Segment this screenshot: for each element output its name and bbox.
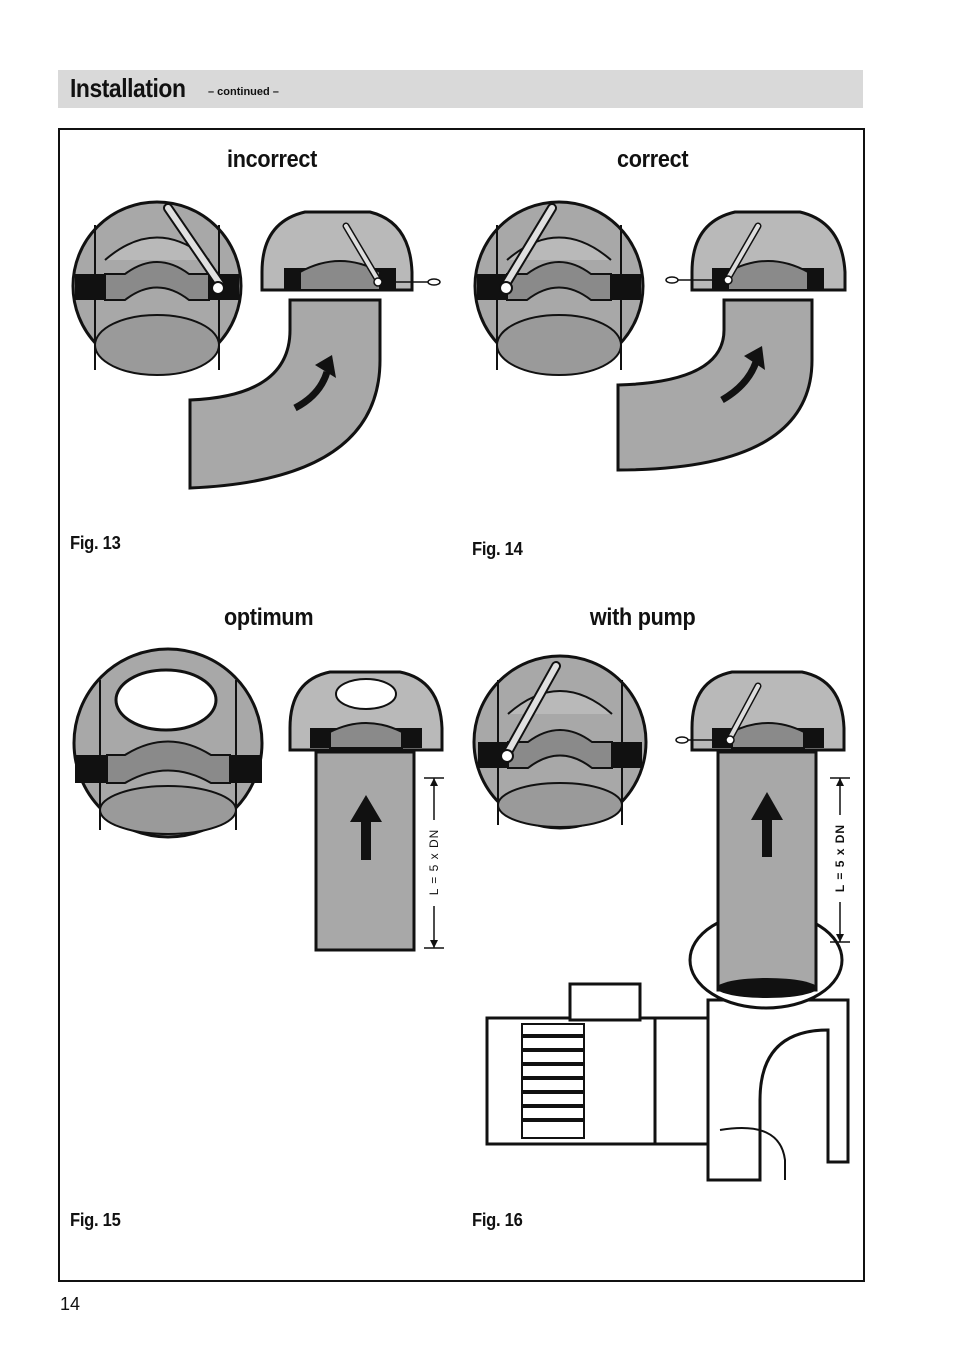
section-subtitle: – continued –: [208, 86, 279, 98]
fig15-straight-pipe: [288, 670, 444, 952]
page-number: 14: [60, 1294, 81, 1314]
heading-incorrect: incorrect: [227, 146, 318, 173]
figure-label-14: Fig. 14: [472, 539, 523, 559]
fig13-elbow-pipe: [188, 210, 441, 490]
fig14-flow-arrow: [720, 346, 765, 404]
fig15-detail-circle: [72, 647, 264, 839]
fig16-flow-arrow: [751, 792, 783, 857]
figure-label-13: Fig. 13: [70, 533, 121, 553]
fig15-dimension-line: [424, 777, 444, 949]
heading-optimum: optimum: [223, 604, 314, 631]
fig13-flow-arrow: [293, 355, 336, 412]
heading-with-pump: with pump: [589, 604, 696, 631]
fig14-detail-circle: [473, 200, 645, 376]
fig15-flow-arrow: [350, 795, 382, 860]
fig16-dimension-line: [830, 777, 850, 943]
heading-correct: correct: [616, 146, 689, 173]
section-header: Installation – continued –: [58, 70, 863, 108]
section-title: Installation: [70, 73, 186, 103]
figure-label-16: Fig. 16: [472, 1210, 523, 1230]
figure-label-15: Fig. 15: [70, 1210, 121, 1230]
fig16-straight-pipe: [675, 670, 846, 998]
fig13-detail-circle: [71, 200, 243, 376]
fig16-dimension-label: L = 5 x DN: [833, 823, 847, 893]
fig16-detail-circle: [472, 654, 648, 830]
figures-frame: [58, 128, 865, 1282]
fig14-elbow-pipe: [616, 210, 847, 472]
